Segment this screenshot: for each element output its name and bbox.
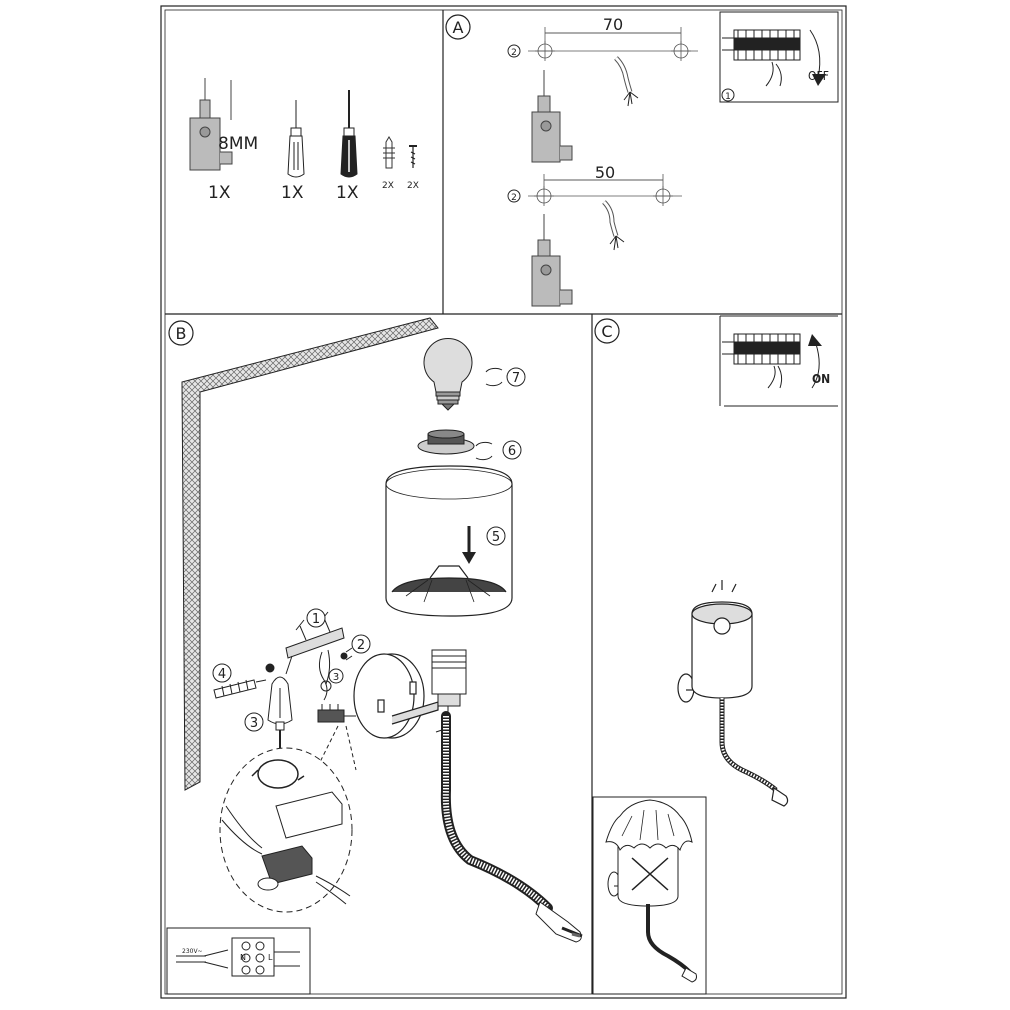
phillips-screwdriver-qty-label: 1X [336,183,359,203]
voltage-label: 230V~ [182,948,203,955]
shade-ring-icon [417,429,475,455]
dimension-50-label: 50 [595,163,615,182]
wiring-detail-zoom [219,747,353,913]
lamp-shade-icon [385,465,513,617]
rotate-icon [485,367,503,387]
wires-icon [318,649,332,701]
bracket-icon [189,78,233,171]
breaker-on-inset: ON [719,315,838,407]
terminal-block-icon [317,704,356,723]
dimension-70-label: 70 [603,15,623,34]
panel-c-badge [594,318,620,344]
panel-b-label: B [176,324,187,343]
wall-screw-icon [409,145,417,168]
flat-screwdriver-qty-label: 1X [281,183,304,203]
terminal-l-label: L [268,953,273,962]
bracket-icon [531,70,573,163]
phillips-screwdriver-icon [340,90,358,178]
breaker-step-label: 1 [725,92,731,102]
installed-lamp-icon [677,580,789,807]
panel-frame [160,5,847,999]
reading-light-head-icon [535,901,583,943]
power-cable-icon [602,200,625,251]
turn-on-arrow-icon [811,343,820,389]
step-2-bottom-label: 2 [511,193,517,203]
gooseneck-arm [440,711,553,913]
wall-dowel-icon [213,663,275,699]
bracket-qty-label: 1X [208,183,231,203]
panel-a-label: A [453,18,464,37]
bracket-icon [531,214,573,307]
panel-a-badge [445,14,471,40]
step-4-label: 4 [218,667,226,682]
breaker-on-label: ON [812,372,830,386]
step-2-label: 2 [357,638,365,653]
breaker-off-inset: OFF 1 [719,11,839,103]
breaker-off-label: OFF [808,69,829,83]
light-bulb-icon [423,338,473,411]
flat-screwdriver-icon [287,100,305,178]
step-1-label: 1 [312,612,320,627]
wall-section [181,317,439,791]
lamp-socket-icon [431,649,467,733]
step-3-small-label: 3 [333,672,339,683]
screw-size-label: 8MM [218,134,258,154]
step-7-label: 7 [512,371,520,386]
turn-off-arrow-icon [809,29,821,79]
drill-holes-50 [528,174,682,206]
panel-c: C ON [592,315,838,995]
wiring-diagram-inset: 230V~ N L [166,927,311,995]
drill-holes-70 [528,27,698,61]
step-2-top-label: 2 [511,48,517,58]
panel-a: A 70 2 [445,11,839,307]
step-6-label: 6 [508,444,516,459]
warning-inset [592,796,707,995]
tools-panel: 8MM 1X 1X 1X 2X 2X [189,78,419,203]
step-5-label: 5 [492,530,500,545]
wall-screw-icon [340,647,353,661]
rotate-icon [475,441,493,461]
terminal-n-label: N [240,953,246,962]
panel-b-badge [168,320,194,346]
panel-c-label: C [601,322,612,341]
screw-qty-label: 2X [407,181,419,191]
step-3-label: 3 [250,716,258,731]
wall-dowel-icon [383,136,395,169]
dowel-qty-label: 2X [382,181,394,191]
panel-b: B 7 6 [166,317,583,995]
wall-plate-icon [353,653,439,739]
power-cable-icon [614,56,639,107]
